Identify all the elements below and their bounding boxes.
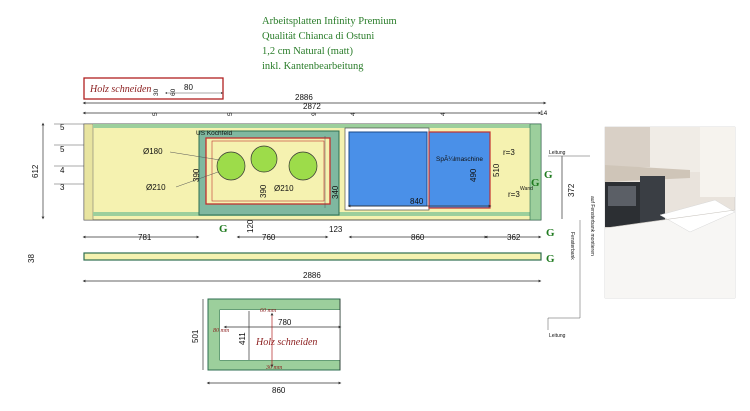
header-block: Arbeitsplatten Infinity Premium Qualität…	[262, 16, 397, 72]
dim-123: 123	[329, 225, 343, 234]
detail-30mm: 30 mm	[265, 365, 283, 371]
label-r3-top: r=3	[503, 148, 515, 157]
burner-180	[216, 151, 246, 181]
label-o210-right: Ø210	[274, 184, 294, 193]
dim-5-a: 5	[152, 112, 159, 116]
detail-780: 780	[278, 318, 292, 327]
kitchen-photo	[604, 126, 736, 299]
detail-80mm: 80 mm	[213, 328, 230, 334]
dim-left-5-b: 5	[60, 145, 65, 154]
dim-left-4: 4	[60, 166, 65, 175]
header-line-2: Qualität Chianca di Ostuni	[262, 31, 374, 42]
side-note: auf Fensterbank montieren	[589, 196, 595, 256]
burner-210-a	[250, 145, 278, 173]
dim-2872-top: 2872	[303, 102, 321, 111]
dim-9: 9	[311, 112, 318, 116]
dim-14: 14	[540, 110, 548, 117]
backsplash-strip	[83, 252, 542, 261]
dim-2886-top: 2886	[295, 93, 313, 102]
header-line-3: 1,2 cm Natural (matt)	[262, 46, 353, 57]
dim-80-top: 80	[184, 83, 193, 92]
label-390-a: 390	[192, 168, 201, 182]
label-o210-left: Ø210	[146, 183, 166, 192]
dishwasher-area	[428, 131, 491, 209]
holz-schneiden-top-label: Holz schneiden	[89, 84, 151, 95]
label-r3-bottom: r=3	[508, 190, 520, 199]
dim-left-38: 38	[27, 254, 36, 263]
detail-501: 501	[191, 329, 200, 343]
detail-411: 411	[238, 332, 247, 345]
g-mark-strip: G	[546, 253, 555, 265]
label-390-b: 390	[259, 184, 268, 198]
detail-piece: 60 mm 80 mm 780 501 411 Holz schneiden 3…	[191, 298, 342, 395]
dim-781: 781	[138, 233, 152, 242]
leitung-label: Leitung	[549, 150, 566, 156]
label-372: 372	[567, 183, 576, 197]
detail-60mm: 60 mm	[260, 308, 277, 314]
dim-left-3: 3	[60, 183, 65, 192]
wand-label: Wand	[520, 186, 533, 192]
label-340: 340	[331, 185, 340, 199]
dim-362: 362	[507, 233, 521, 242]
g-mark-bottom-a: G	[219, 223, 228, 235]
header-line-4: inkl. Kantenbearbeitung	[262, 61, 364, 72]
detail-860: 860	[272, 386, 286, 395]
g-mark-right-a: G	[531, 177, 540, 189]
dim-4-b: 4	[440, 112, 447, 116]
dim-left-5-a: 5	[60, 123, 65, 132]
spuelmaschine-label: SpÃ¼lmaschine	[436, 154, 483, 163]
header-line-1: Arbeitsplatten Infinity Premium	[262, 16, 397, 27]
leitung-label-2: Leitung	[549, 333, 566, 339]
label-490: 490	[469, 168, 478, 182]
dim-left-612: 612	[31, 164, 40, 178]
g-mark-bottom-b: G	[546, 227, 555, 239]
dim-4-a: 4	[350, 112, 357, 116]
sink-cutout	[348, 131, 428, 207]
label-840: 840	[410, 197, 424, 206]
label-510: 510	[492, 163, 501, 177]
kochfeld-label: US Kochfeld	[196, 130, 233, 137]
detail-holz-label: Holz schneiden	[255, 337, 317, 348]
dim-60-vertical: 60	[170, 88, 177, 96]
burner-210-b	[288, 151, 318, 181]
dim-860: 860	[411, 233, 425, 242]
fensterbank-label: Fensterbank	[569, 232, 575, 260]
dim-760: 760	[262, 233, 276, 242]
dim-120: 120	[246, 219, 255, 233]
g-mark-right-b: G	[544, 169, 553, 181]
label-o180: Ø180	[143, 147, 163, 156]
dim-2886-bottom: 2886	[303, 271, 321, 280]
dim-5-b: 5	[227, 112, 234, 116]
dim-30-vertical: 30	[153, 88, 160, 96]
holz-schneiden-box	[83, 77, 224, 100]
